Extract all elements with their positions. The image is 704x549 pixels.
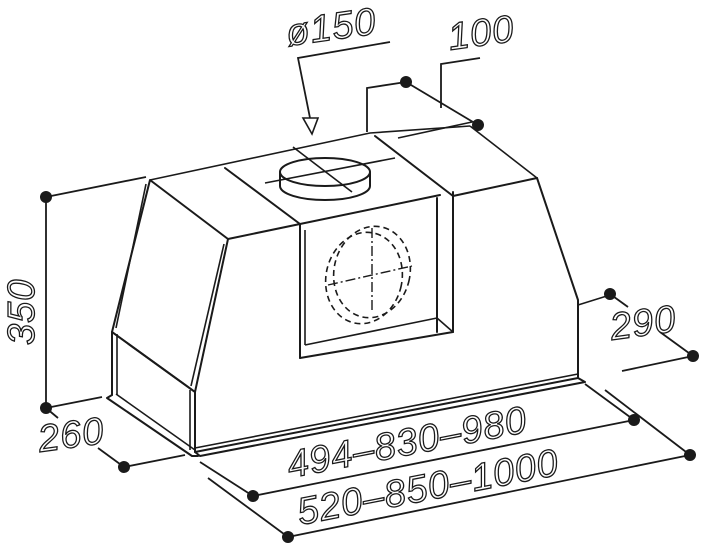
dim-height: 350 <box>0 176 147 414</box>
dim-left-depth: 260 <box>34 407 186 473</box>
dim-label-left-depth: 260 <box>34 410 107 461</box>
dim-label-right-depth: 290 <box>606 298 679 349</box>
duct-collar <box>264 146 396 201</box>
dim-top-box-depth: 100 <box>366 7 518 139</box>
dim-duct-diameter: ø150 <box>283 0 391 136</box>
rear-duct-outlet <box>324 225 413 325</box>
hood-body <box>106 125 611 457</box>
dim-right-depth: 290 <box>604 288 699 372</box>
dim-label-height: 350 <box>1 279 43 345</box>
dim-label-top-box-depth: 100 <box>445 8 517 59</box>
